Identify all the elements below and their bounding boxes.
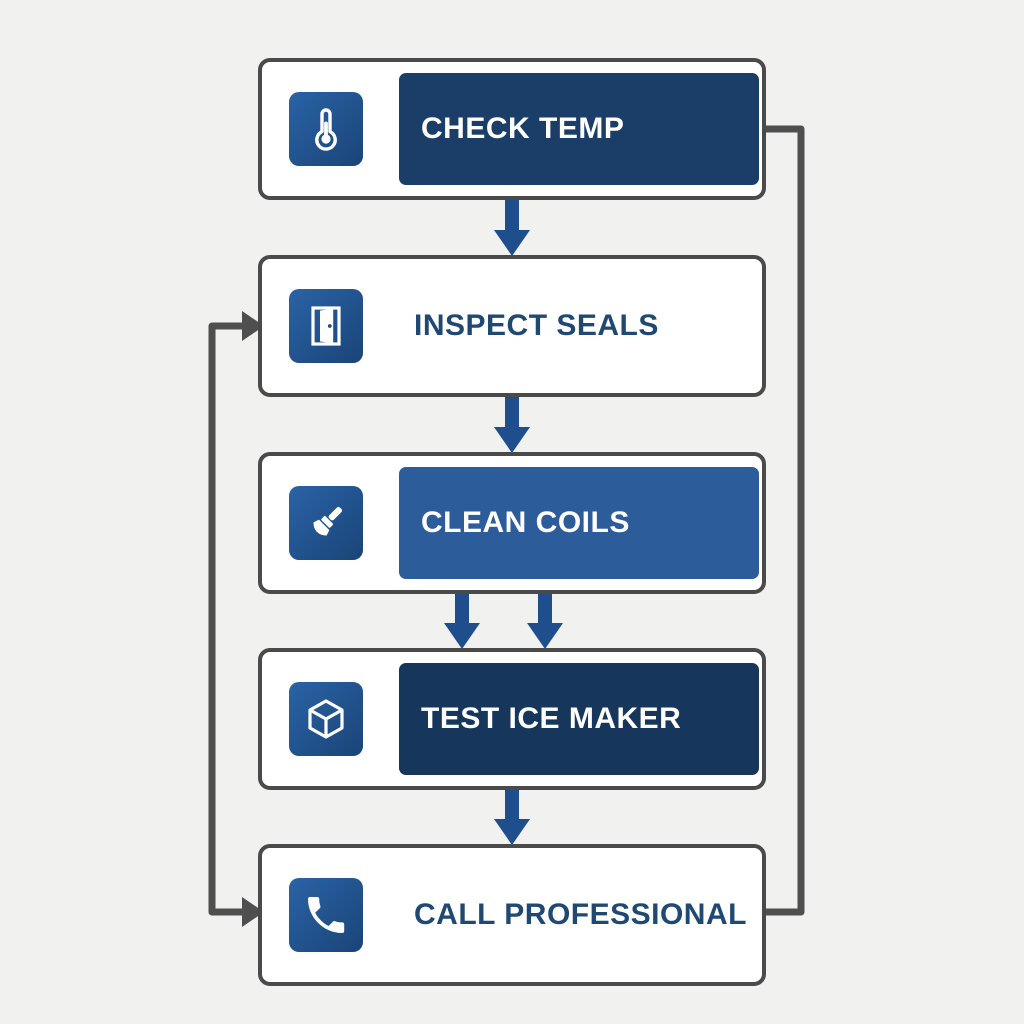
phone-icon — [289, 878, 363, 952]
node-label: CLEAN COILS — [421, 506, 630, 539]
thermometer-icon — [289, 92, 363, 166]
node-label-rect: CHECK TEMP — [399, 73, 759, 185]
arrowhead-into-inspect-seals — [242, 311, 264, 341]
left-loop-line — [208, 311, 264, 927]
right-loop-line — [766, 125, 805, 916]
node-clean-coils: CLEAN COILS — [258, 452, 766, 594]
node-label-rect: TEST ICE MAKER — [399, 663, 759, 775]
arrow-test-to-call — [494, 787, 530, 845]
flow-arrows — [444, 197, 563, 845]
node-label: TEST ICE MAKER — [421, 702, 682, 735]
node-label-rect: CLEAN COILS — [399, 467, 759, 579]
node-test-ice-maker: TEST ICE MAKER — [258, 648, 766, 790]
node-label: CALL PROFESSIONAL — [414, 898, 747, 931]
node-label: CHECK TEMP — [421, 112, 625, 145]
arrow-clean-to-test-right — [527, 591, 563, 649]
node-call-professional: CALL PROFESSIONAL — [258, 844, 766, 986]
arrow-clean-to-test-left — [444, 591, 480, 649]
brush-icon — [289, 486, 363, 560]
arrow-inspect-to-clean — [494, 394, 530, 453]
arrow-check-to-inspect — [494, 197, 530, 256]
node-label: INSPECT SEALS — [414, 309, 659, 342]
door-icon — [289, 289, 363, 363]
arrowhead-into-call-professional — [242, 897, 264, 927]
cube-icon — [289, 682, 363, 756]
node-check-temp: CHECK TEMP — [258, 58, 766, 200]
node-inspect-seals: INSPECT SEALS — [258, 255, 766, 397]
